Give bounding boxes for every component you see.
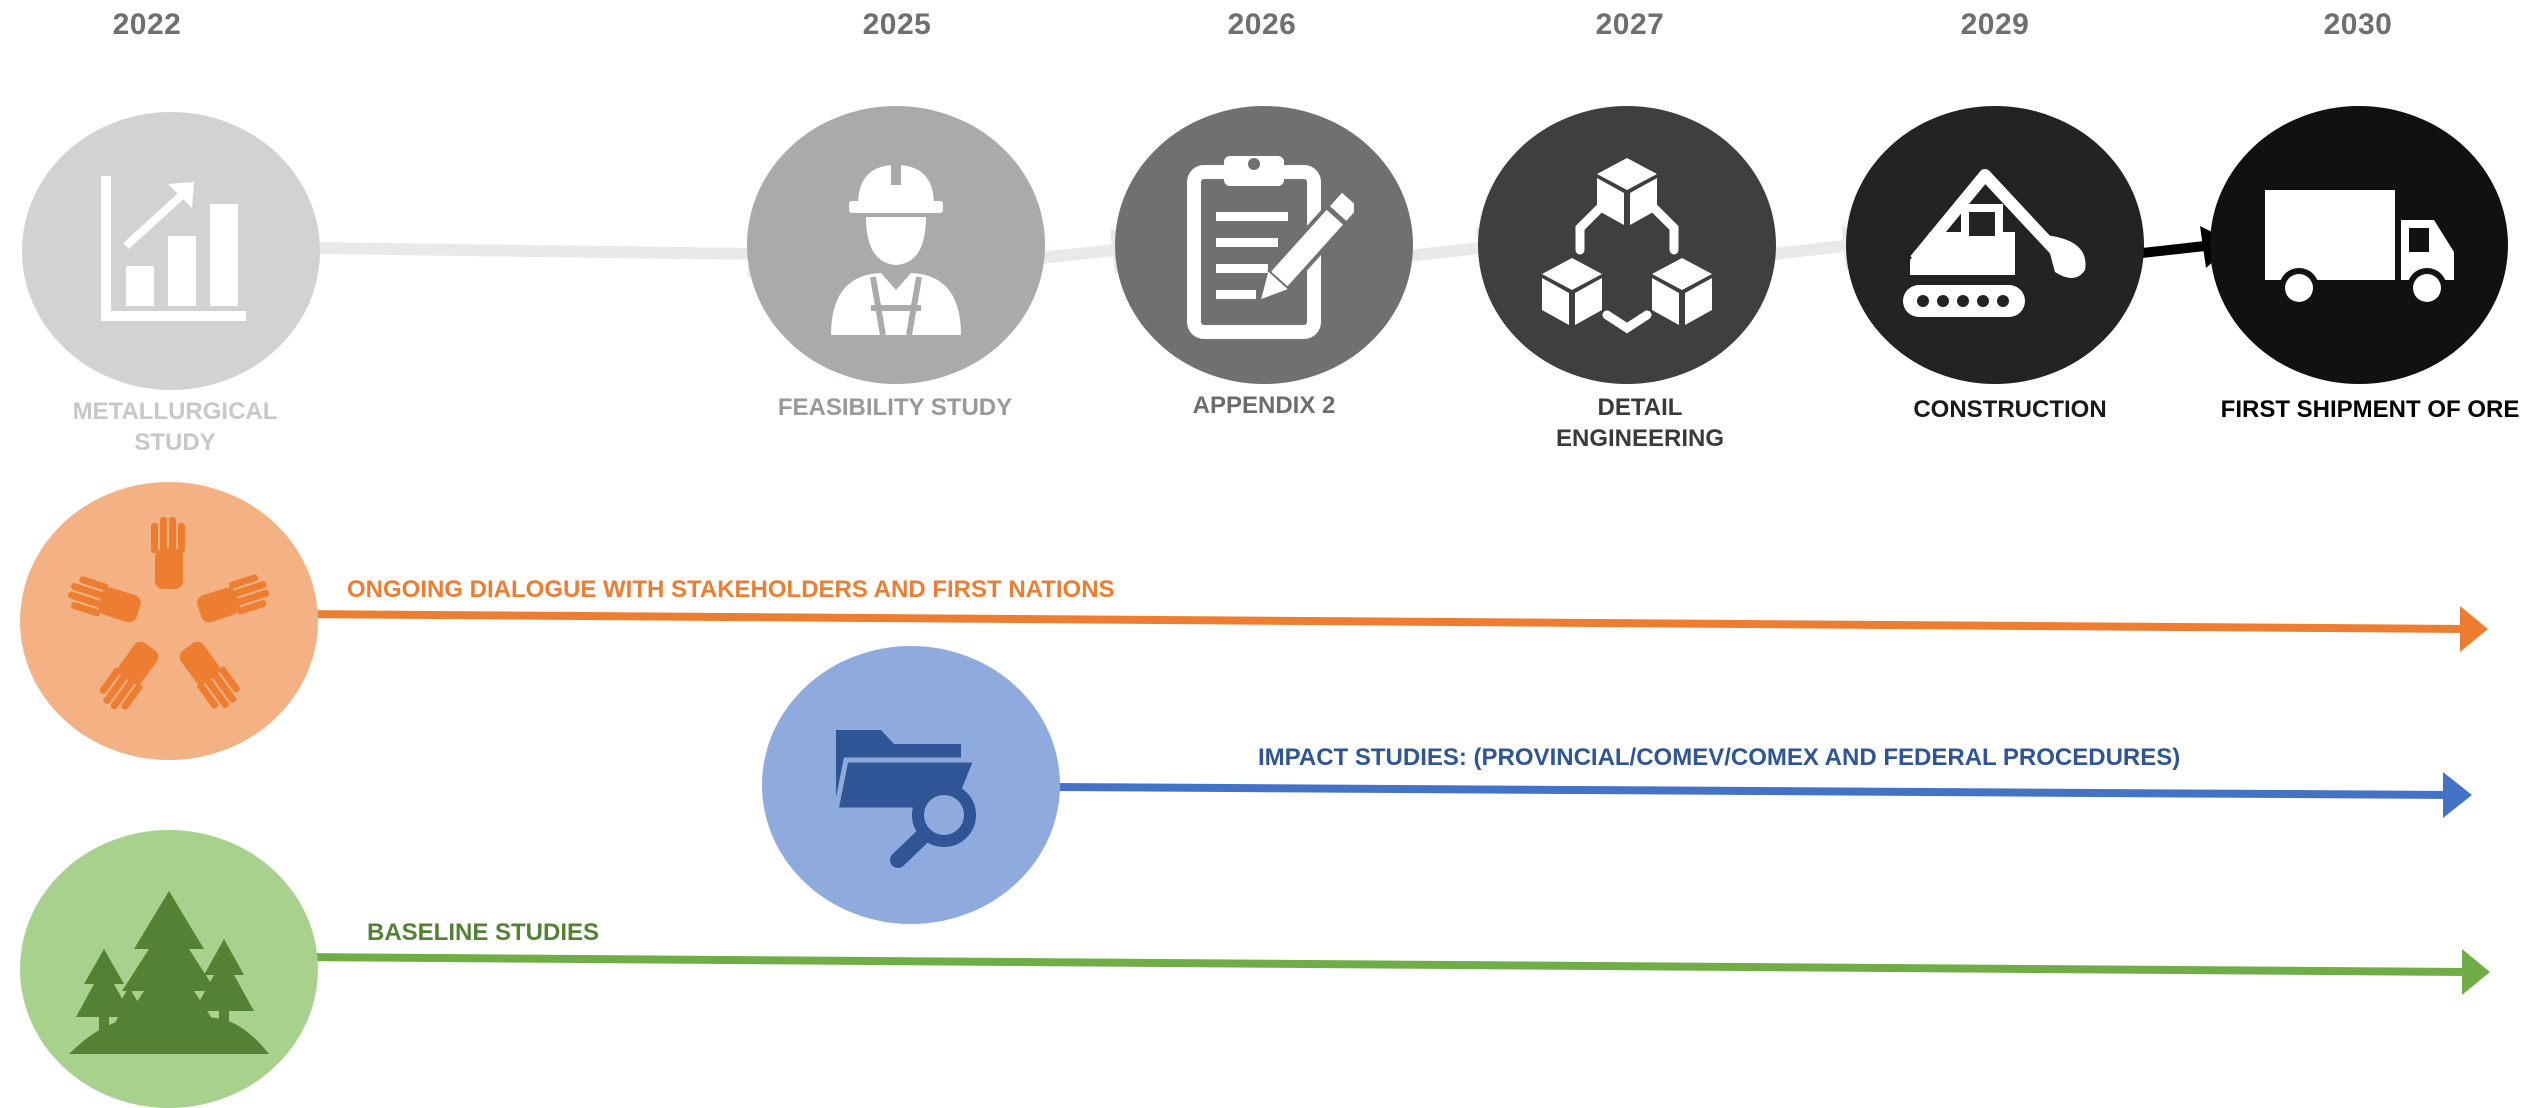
milestone-detail-engineering xyxy=(1478,106,1776,384)
milestone-first-shipment xyxy=(2210,106,2508,384)
year-2022: 2022 xyxy=(112,8,182,41)
year-2026: 2026 xyxy=(1227,8,1297,41)
milestone-feasibility-study xyxy=(747,106,1045,384)
track-baseline-circle xyxy=(20,830,318,1108)
milestone-label-appendix: APPENDIX 2 xyxy=(1192,392,1336,419)
hands-circle-icon xyxy=(68,517,270,710)
pine-trees-icon xyxy=(69,891,269,1054)
impact-track-line xyxy=(1049,783,2456,799)
stakeholder-track-line xyxy=(291,610,2471,633)
baseline-track-line xyxy=(296,953,2471,976)
engineer-hardhat-icon xyxy=(831,161,961,335)
bar-chart-growth-icon xyxy=(101,176,246,321)
milestone-label-detail-engineering: DETAIL ENGINEERING xyxy=(1555,394,1725,452)
impact-track-arrowhead xyxy=(2443,772,2472,818)
milestone-construction xyxy=(1846,106,2144,384)
track-label-stakeholder-dialogue: ONGOING DIALOGUE WITH STAKEHOLDERS AND F… xyxy=(347,576,1115,603)
connector-2022-2025 xyxy=(309,242,756,260)
milestone-metallurgical-study xyxy=(22,112,320,390)
track-label-baseline-studies: BASELINE STUDIES xyxy=(367,919,600,946)
track-arrows xyxy=(291,606,2490,995)
milestone-label-metallurgical: METALLURGICAL STUDY xyxy=(72,398,278,456)
year-2029: 2029 xyxy=(1960,8,2030,41)
baseline-track-arrowhead xyxy=(2462,949,2490,995)
track-stakeholder-circle xyxy=(20,482,318,760)
milestone-label-construction: CONSTRUCTION xyxy=(1913,396,2107,423)
stakeholder-track-arrowhead xyxy=(2460,606,2488,652)
milestone-label-feasibility: FEASIBILITY STUDY xyxy=(777,394,1013,421)
connected-cubes-icon xyxy=(1542,158,1712,334)
truck-icon xyxy=(2265,190,2454,308)
year-2025: 2025 xyxy=(862,8,932,41)
clipboard-pencil-icon xyxy=(1187,156,1354,339)
folder-search-icon xyxy=(832,730,980,868)
milestone-label-first-shipment: FIRST SHIPMENT OF ORE xyxy=(2220,396,2520,423)
track-label-impact-studies: IMPACT STUDIES: (PROVINCIAL/COMEV/COMEX … xyxy=(1258,744,2181,771)
excavator-icon xyxy=(1903,169,2086,317)
track-impact-circle xyxy=(762,646,1060,924)
milestone-appendix-2 xyxy=(1115,106,1413,384)
year-2030: 2030 xyxy=(2323,8,2393,41)
year-2027: 2027 xyxy=(1595,8,1665,41)
